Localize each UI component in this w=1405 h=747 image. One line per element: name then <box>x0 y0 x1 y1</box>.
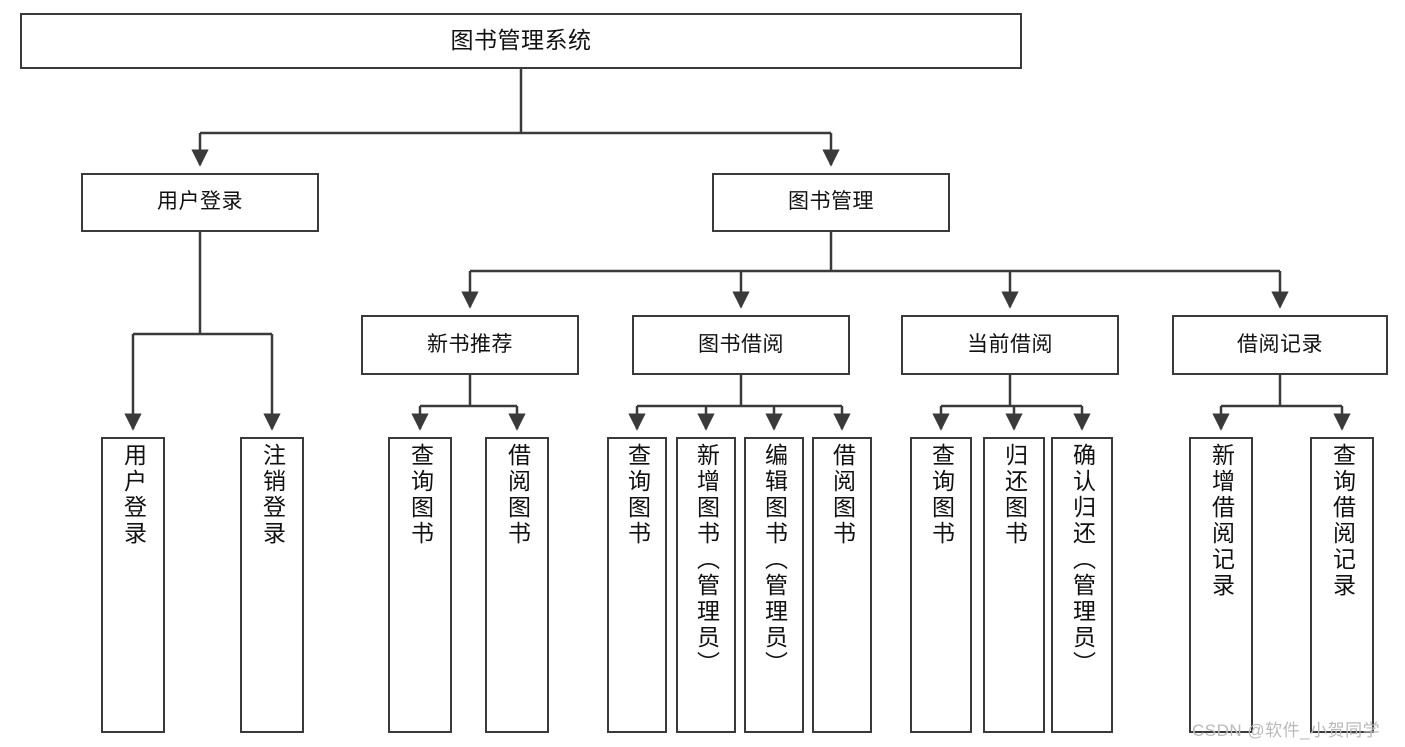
node-borrow-record-label: 借阅记录 <box>1237 332 1323 356</box>
node-leaf-borrow-book-rec-label: 借阅图书 <box>504 443 531 547</box>
node-leaf-edit-book-label: 编辑图书（管理员） <box>761 443 788 677</box>
node-leaf-query-book-rec[interactable]: 查询图书 <box>388 437 452 733</box>
node-borrow-record[interactable]: 借阅记录 <box>1172 315 1388 375</box>
node-current-borrow-label: 当前借阅 <box>967 332 1053 356</box>
node-leaf-edit-book[interactable]: 编辑图书（管理员） <box>744 437 804 733</box>
csdn-watermark: CSDN @软件_小贺同学 <box>1192 721 1381 740</box>
node-leaf-add-record[interactable]: 新增借阅记录 <box>1189 437 1253 733</box>
node-leaf-user-login[interactable]: 用户登录 <box>101 437 165 733</box>
node-leaf-query-record-label: 查询借阅记录 <box>1329 443 1356 599</box>
node-root[interactable]: 图书管理系统 <box>20 13 1022 69</box>
node-leaf-query-book-borrow[interactable]: 查询图书 <box>607 437 667 733</box>
node-leaf-confirm-return[interactable]: 确认归还（管理员） <box>1051 437 1113 733</box>
node-leaf-add-record-label: 新增借阅记录 <box>1208 443 1235 599</box>
node-leaf-query-book-rec-label: 查询图书 <box>407 443 434 547</box>
node-book-manage[interactable]: 图书管理 <box>712 173 950 232</box>
node-leaf-query-book-borrow-label: 查询图书 <box>624 443 651 547</box>
node-leaf-confirm-return-label: 确认归还（管理员） <box>1069 443 1096 677</box>
node-leaf-query-book-cur-label: 查询图书 <box>928 443 955 547</box>
node-user-login[interactable]: 用户登录 <box>81 173 319 232</box>
node-user-login-label: 用户登录 <box>157 190 243 214</box>
node-leaf-borrow-book-label: 借阅图书 <box>829 443 856 547</box>
node-leaf-add-book[interactable]: 新增图书（管理员） <box>676 437 736 733</box>
node-new-book-recommend-label: 新书推荐 <box>427 332 513 356</box>
node-book-manage-label: 图书管理 <box>788 190 874 214</box>
node-book-borrow-label: 图书借阅 <box>698 332 784 356</box>
node-root-label: 图书管理系统 <box>450 27 592 54</box>
node-leaf-query-book-cur[interactable]: 查询图书 <box>910 437 972 733</box>
node-leaf-query-record[interactable]: 查询借阅记录 <box>1310 437 1374 733</box>
node-leaf-user-logout-label: 注销登录 <box>259 443 286 547</box>
node-leaf-return-book-label: 归还图书 <box>1001 443 1028 547</box>
node-new-book-recommend[interactable]: 新书推荐 <box>361 315 579 375</box>
node-book-borrow[interactable]: 图书借阅 <box>632 315 850 375</box>
node-leaf-user-logout[interactable]: 注销登录 <box>240 437 304 733</box>
node-leaf-return-book[interactable]: 归还图书 <box>983 437 1045 733</box>
node-leaf-borrow-book-rec[interactable]: 借阅图书 <box>485 437 549 733</box>
node-leaf-user-login-label: 用户登录 <box>120 443 147 547</box>
node-leaf-add-book-label: 新增图书（管理员） <box>693 443 720 677</box>
node-leaf-borrow-book[interactable]: 借阅图书 <box>812 437 872 733</box>
node-current-borrow[interactable]: 当前借阅 <box>901 315 1119 375</box>
